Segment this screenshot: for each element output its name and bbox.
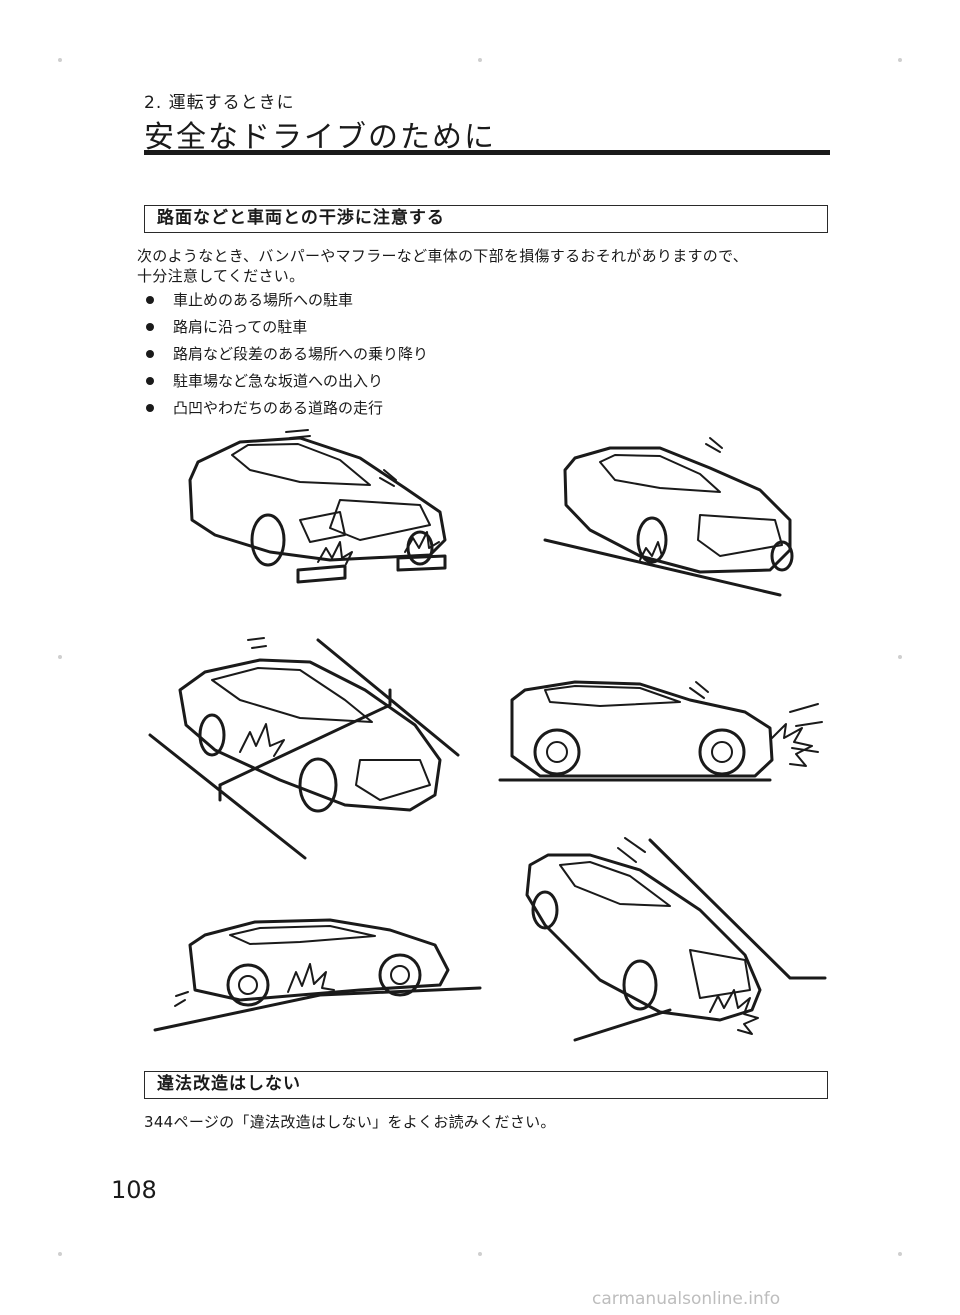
caution-list: 車止めのある場所への駐車 路肩に沿っての駐車 路肩など段差のある場所への乗り降り… bbox=[144, 290, 428, 425]
crop-mark bbox=[58, 1252, 62, 1256]
bullet-icon bbox=[146, 296, 154, 304]
intro-line-1: 次のようなとき、バンパーやマフラーなど車体の下部を損傷するおそれがありますので、 bbox=[137, 247, 749, 265]
bullet-icon bbox=[146, 323, 154, 331]
crop-mark bbox=[898, 1252, 902, 1256]
car-steep-slope-illustration bbox=[525, 837, 827, 1042]
site-watermark: carmanualsonline.info bbox=[592, 1289, 781, 1309]
list-item: 車止めのある場所への駐車 bbox=[144, 290, 428, 317]
title-rule bbox=[144, 150, 830, 155]
list-item-text: 駐車場など急な坂道への出入り bbox=[173, 372, 384, 390]
car-wheel-stop-illustration bbox=[188, 429, 447, 584]
list-item-text: 路肩など段差のある場所への乗り降り bbox=[173, 345, 429, 363]
page-title: 安全なドライブのために bbox=[144, 120, 496, 155]
section-heading-illegal-modification: 違法改造はしない bbox=[144, 1071, 828, 1099]
list-item-text: 凸凹やわだちのある道路の走行 bbox=[173, 399, 384, 417]
crop-mark bbox=[898, 655, 902, 659]
list-item-text: 車止めのある場所への駐車 bbox=[173, 291, 354, 309]
list-item: 路肩に沿っての駐車 bbox=[144, 317, 428, 344]
car-front-bumper-illustration bbox=[498, 680, 823, 782]
crop-mark bbox=[898, 58, 902, 62]
bullet-icon bbox=[146, 350, 154, 358]
crop-mark bbox=[58, 58, 62, 62]
illegal-modification-text: 344ページの「違法改造はしない」をよくお読みください。 bbox=[144, 1113, 556, 1131]
car-curb-parking-illustration bbox=[543, 437, 794, 597]
list-item-text: 路肩に沿っての駐車 bbox=[173, 318, 308, 336]
chapter-label: 2. 運転するときに bbox=[144, 93, 295, 113]
list-item: 路肩など段差のある場所への乗り降り bbox=[144, 344, 428, 371]
page-number: 108 bbox=[111, 1176, 157, 1204]
crop-mark bbox=[478, 58, 482, 62]
crop-mark bbox=[58, 655, 62, 659]
intro-line-2: 十分注意してください。 bbox=[137, 267, 305, 285]
bullet-icon bbox=[146, 377, 154, 385]
section-heading-interference: 路面などと車両との干渉に注意する bbox=[144, 205, 828, 233]
bullet-icon bbox=[146, 404, 154, 412]
list-item: 凸凹やわだちのある道路の走行 bbox=[144, 398, 428, 425]
crop-mark bbox=[478, 1252, 482, 1256]
list-item: 駐車場など急な坂道への出入り bbox=[144, 371, 428, 398]
car-raised-curb-illustration bbox=[148, 637, 460, 860]
car-slope-rear-illustration bbox=[153, 918, 482, 1032]
